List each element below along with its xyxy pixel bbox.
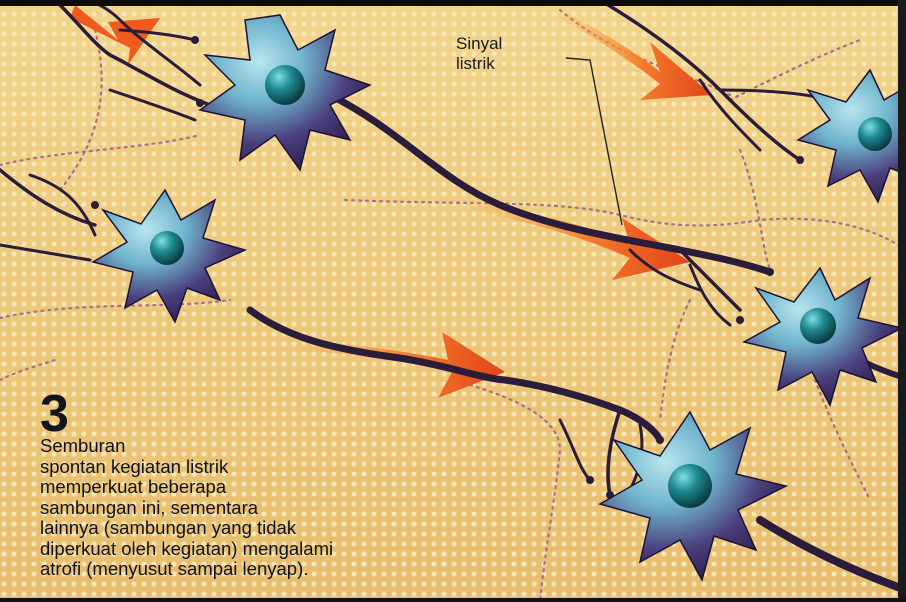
nucleus — [265, 65, 305, 105]
weak-connection — [60, 30, 102, 190]
neuron-body — [93, 190, 245, 322]
weak-connection — [560, 10, 730, 95]
caption-line: lainnya (sambungan yang tidak — [40, 518, 560, 539]
neuron-body — [200, 15, 370, 170]
weak-connection — [815, 380, 870, 500]
step-number: 3 — [40, 388, 67, 440]
nucleus — [858, 117, 892, 151]
caption-line: Semburan — [40, 436, 560, 457]
caption-line: sambungan ini, sementara — [40, 498, 560, 519]
weak-connection — [0, 360, 55, 380]
signal-label-line: listrik — [456, 54, 502, 74]
caption-line: atrofi (menyusut sampai lenyap). — [40, 559, 560, 580]
weak-connection — [0, 135, 200, 165]
weak-connection — [660, 300, 690, 420]
weak-connection — [740, 150, 770, 270]
frame-edge — [0, 0, 906, 6]
nucleus — [150, 231, 184, 265]
caption-line: spontan kegiatan listrik — [40, 457, 560, 478]
signal-label-line: Sinyal — [456, 34, 502, 54]
caption-line: diperkuat oleh kegiatan) mengalami — [40, 539, 560, 560]
nucleus — [800, 308, 836, 344]
neuron-body — [744, 268, 902, 405]
nucleus — [668, 464, 712, 508]
step-caption: Semburan spontan kegiatan listrik memper… — [40, 436, 560, 580]
frame-edge — [0, 598, 906, 602]
neuron-body — [798, 70, 906, 202]
signal-arrow — [300, 332, 505, 398]
signal-label: Sinyal listrik — [456, 34, 502, 74]
caption-line: memperkuat beberapa — [40, 477, 560, 498]
signal-leader-line — [566, 58, 622, 225]
weak-connection — [0, 300, 230, 318]
frame-edge — [898, 0, 906, 602]
neuron-body — [600, 412, 786, 580]
signal-arrow — [470, 200, 690, 280]
